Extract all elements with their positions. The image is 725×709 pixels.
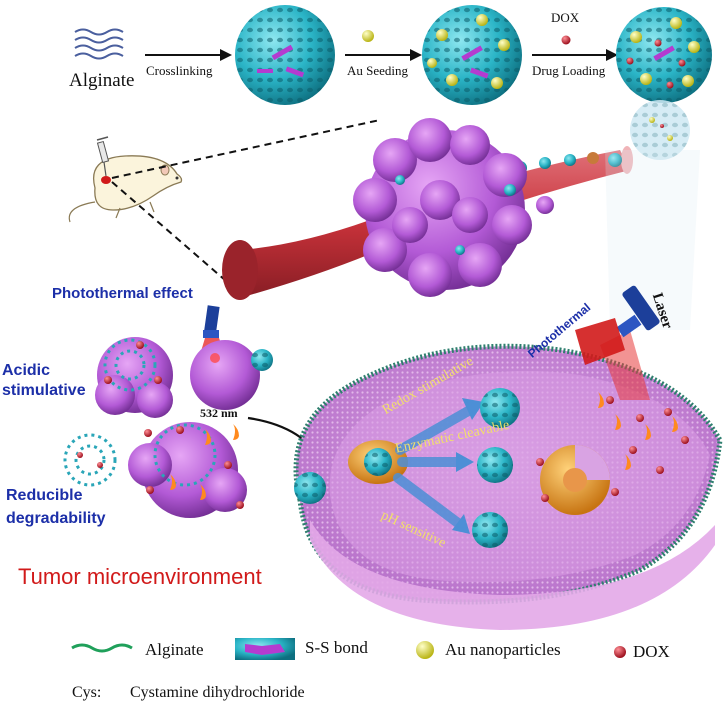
photothermal-effect-label: Photothermal effect — [52, 285, 193, 302]
release-arrows — [393, 398, 484, 534]
crosslinking-label: Crosslinking — [146, 63, 213, 78]
entering-nanoparticle — [294, 472, 326, 504]
nanoparticle-degraded — [63, 433, 117, 487]
sphere-3 — [616, 7, 712, 103]
alginate-label: Alginate — [69, 70, 135, 91]
arrow-drug-loading — [532, 49, 618, 61]
cell-nanoparticles — [472, 388, 520, 548]
wavelength-label: 532 nm — [200, 406, 238, 420]
tumor-microenvironment-title: Tumor microenvironment — [18, 564, 262, 589]
mouse-illustration — [68, 155, 183, 223]
dox-icon — [561, 35, 571, 45]
sphere-2 — [422, 5, 522, 105]
legend-alginate-icon — [71, 643, 133, 653]
released-dox-cluster — [536, 392, 689, 502]
laser-flashlight-icon — [575, 285, 660, 365]
acidic-label: Acidic — [2, 362, 51, 379]
legend-au-icon — [416, 641, 434, 659]
drug-loading-label: Drug Loading — [532, 63, 606, 78]
degradability-label: degradability — [6, 510, 106, 527]
au-seeding-label: Au Seeding — [347, 63, 409, 78]
zoom-cone — [605, 150, 700, 330]
reducible-label: Reducible — [6, 487, 83, 504]
cys-value-label: Cystamine dihydrochloride — [130, 684, 305, 701]
tumor-cluster-photothermal — [190, 340, 273, 410]
tumor-cluster-reducible — [128, 422, 247, 518]
au-seed-icon — [362, 30, 374, 42]
tumor-cell — [293, 343, 723, 630]
endosome — [348, 440, 408, 484]
sphere-1 — [235, 5, 335, 105]
legend-au-label: Au nanoparticles — [445, 640, 561, 659]
zoom-line-top — [111, 119, 381, 179]
tumor-cluster-acidic — [95, 337, 173, 437]
legend-ss-bond-icon — [235, 638, 295, 660]
legend-dox-icon — [614, 646, 626, 658]
legend-dox-label: DOX — [633, 642, 670, 661]
sphere-zoom-icon — [630, 100, 690, 160]
nucleus — [540, 445, 610, 515]
syringe-icon — [96, 136, 110, 177]
dox-label: DOX — [551, 10, 580, 25]
legend-ss-bond-label: S-S bond — [305, 638, 368, 657]
arrow-crosslinking — [145, 49, 232, 61]
cys-key-label: Cys: — [72, 684, 102, 701]
tumor-mass — [353, 118, 554, 297]
legend-alginate-label: Alginate — [145, 640, 204, 659]
stimulative-label: stimulative — [2, 382, 86, 399]
alginate-waves-icon — [74, 28, 124, 60]
arrow-au-seeding — [345, 49, 422, 61]
